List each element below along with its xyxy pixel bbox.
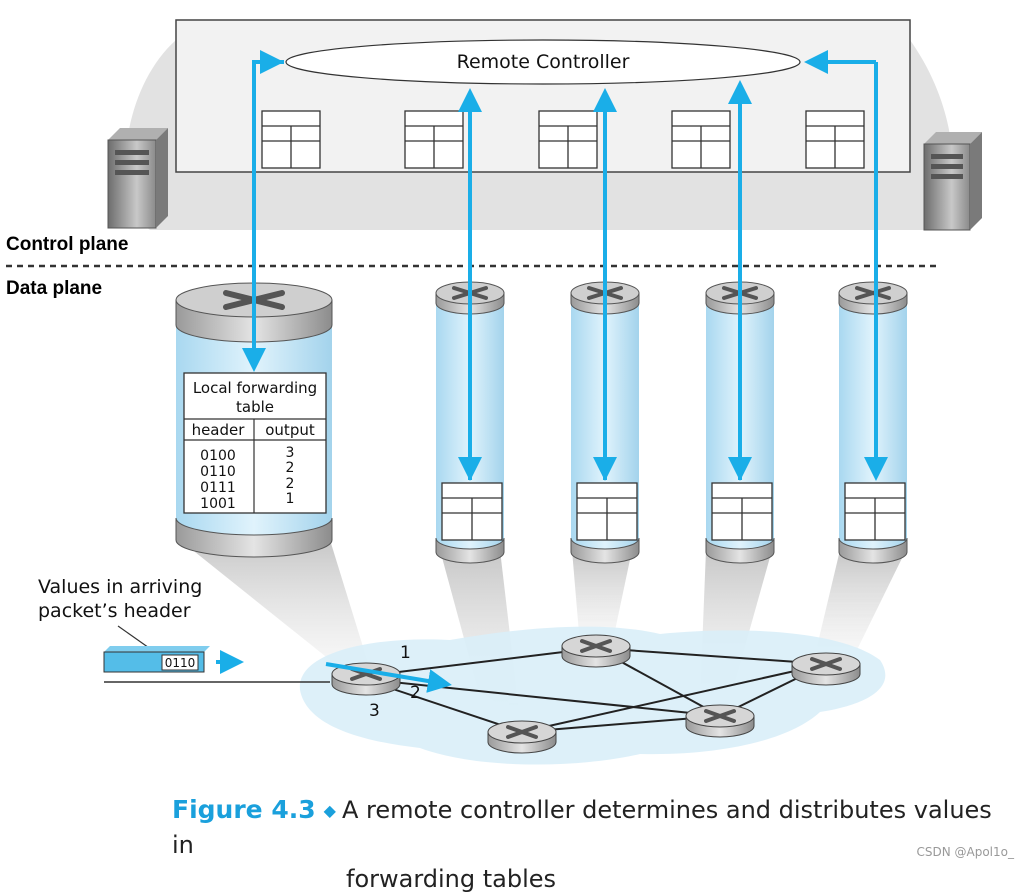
server-icon-left [107,128,168,229]
caption-text-line1: A remote controller determines and distr… [172,796,992,859]
row-output: 1 [286,491,295,507]
switch-table [576,482,638,541]
caption-text-line2: forwarding tables [346,865,557,893]
caption-bullet: ◆ [323,801,336,820]
table-title-line2: table [236,398,274,416]
router-icon [791,652,861,686]
router-icon [685,704,755,738]
controller-table-5 [805,110,865,169]
router-cylinder-small [838,281,908,564]
control-plane-label: Control plane [6,234,128,255]
row-output: 2 [286,460,295,476]
row-header: 0111 [200,480,236,496]
col-header-label: header [192,421,246,439]
router-icon [561,634,631,668]
packet-label-line1: Values in arriving [38,576,202,598]
table-title-line1: Local forwarding [193,379,317,397]
row-header: 0110 [200,464,236,480]
controller-table-2 [404,110,464,169]
figure-caption: Figure 4.3 ◆A remote controller determine… [172,793,1012,896]
switch-table [711,482,773,541]
sdn-diagram: Remote Controller Control plane Data pla… [6,19,982,765]
router-icon [487,720,557,754]
row-output: 3 [286,445,295,461]
controller-table-3 [538,110,598,169]
row-header: 0100 [200,448,236,464]
row-output: 2 [286,476,295,492]
local-forwarding-table: Local forwarding table header output 010… [183,372,327,514]
switch-table [844,482,906,541]
col-output-label: output [265,421,315,439]
packet-header-value: 0110 [165,656,196,670]
switch-table [441,482,503,541]
figure-number: Figure 4.3 [172,795,316,824]
packet-label-line2: packet’s header [38,600,191,622]
remote-controller-label: Remote Controller [457,51,630,73]
watermark: CSDN @Apol1o_ [916,845,1014,859]
arriving-packet: Values in arriving packet’s header 0110 [38,576,330,683]
controller-table-1 [261,110,321,169]
forwarding-arrow [325,662,452,693]
server-icon-right [923,132,982,231]
row-header: 1001 [200,496,236,512]
projection-beams [180,540,906,720]
control-arrows [242,50,888,481]
port-label: 3 [369,701,380,721]
controller-tables [261,110,865,169]
router-cylinders-small [435,281,908,564]
port-label: 2 [410,683,421,703]
remote-controller[interactable] [285,39,801,85]
port-label: 1 [400,643,411,663]
network-routers [331,634,861,754]
controller-table-4 [671,110,731,169]
router-x-icon [855,286,891,300]
data-plane-label: Data plane [6,278,102,299]
